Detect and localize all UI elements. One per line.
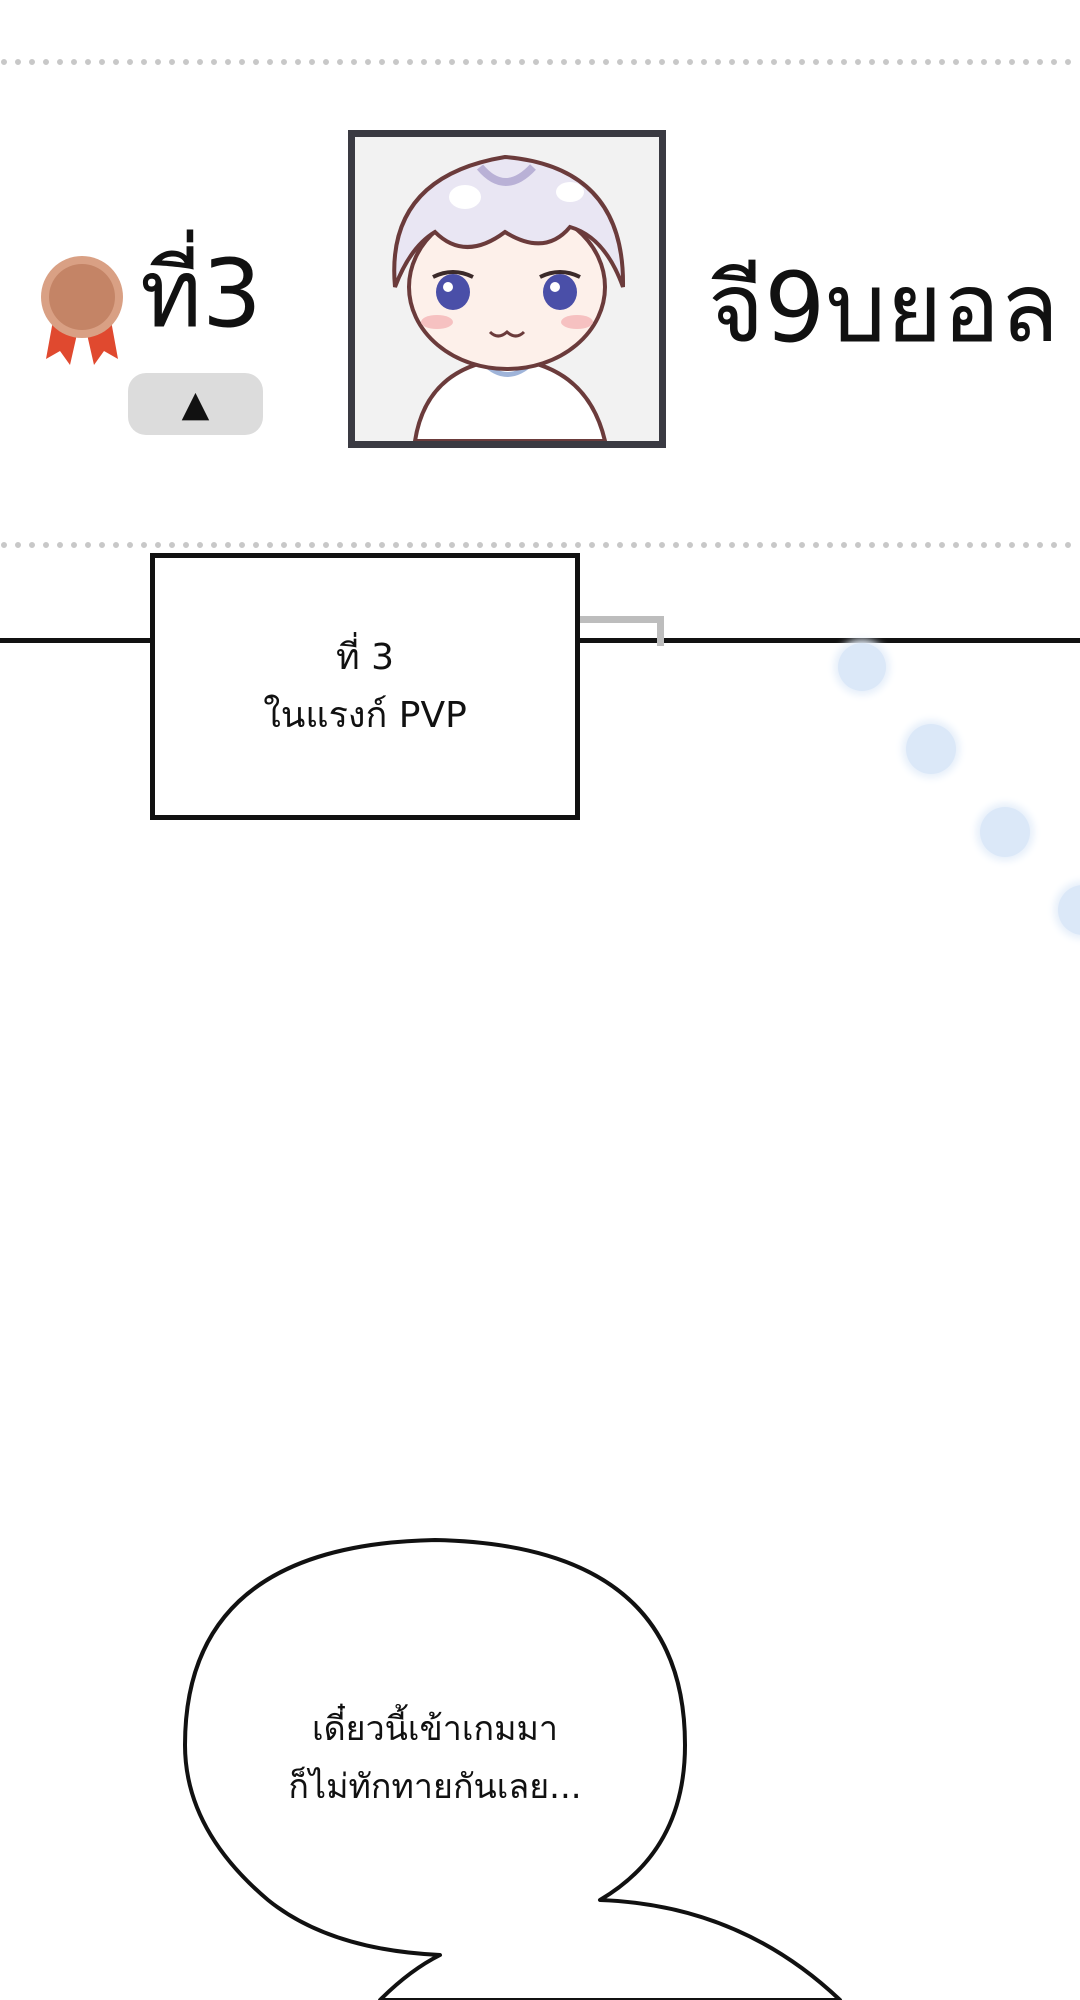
speech-line-1: เดี๋ยวนี้เข้าเกมมา (311, 1709, 559, 1749)
caption-line-1: ที่ 3 (335, 636, 395, 678)
blue-dot-decoration (1058, 885, 1080, 935)
blue-dot-decoration (906, 724, 956, 774)
rank-change-badge: ▲ (128, 373, 263, 435)
dotted-divider-middle (1, 542, 1080, 548)
blue-dot-decoration (838, 643, 886, 691)
player-name: จี9บยอล (708, 252, 1059, 364)
panel-border-left (0, 638, 150, 643)
faded-panel-edge (580, 616, 664, 646)
blue-dot-decoration (980, 807, 1030, 857)
speech-line-2: ก็ไม่ทักทายกันเลย... (288, 1767, 582, 1807)
up-triangle-icon: ▲ (181, 383, 210, 425)
bronze-medal-icon (41, 256, 123, 365)
dotted-divider-top (1, 59, 1080, 65)
caption-line-2: ในแรงก์ PVP (263, 694, 467, 736)
rank-label: ที่3 (140, 240, 262, 349)
rank-caption-box: ที่ 3 ในแรงก์ PVP (150, 553, 580, 820)
panel-border-right (580, 638, 1080, 643)
chibi-avatar-icon (355, 137, 659, 441)
player-avatar (348, 130, 666, 448)
speech-text: เดี๋ยวนี้เข้าเกมมา ก็ไม่ทักทายกันเลย... (225, 1700, 645, 1816)
